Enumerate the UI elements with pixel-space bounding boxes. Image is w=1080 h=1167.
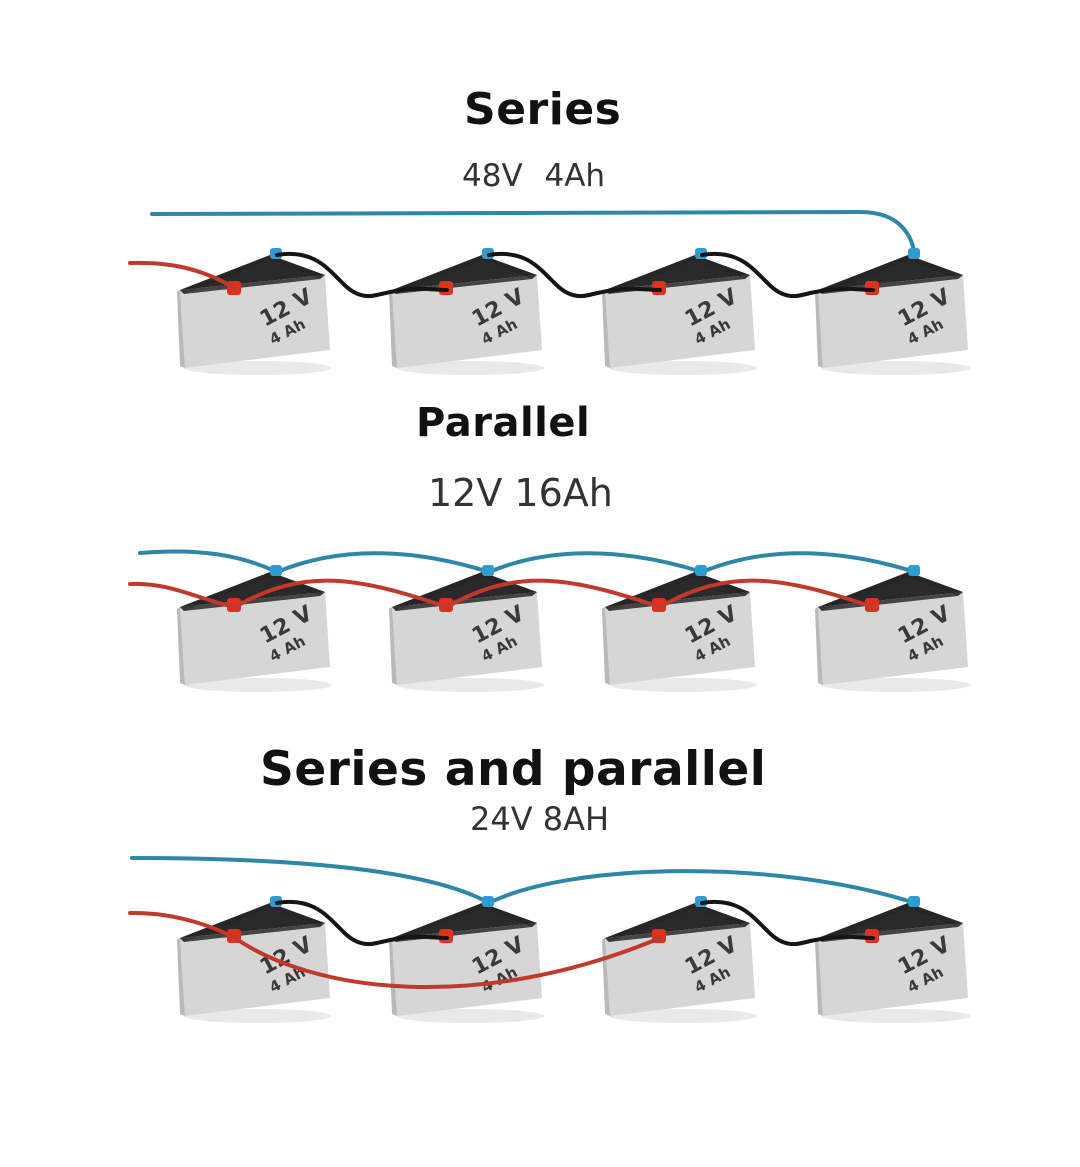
series-jumper-wire: [275, 899, 449, 947]
series-jumper-wire: [700, 899, 875, 947]
series-parallel-rating: 24V 8AH: [470, 800, 610, 838]
negative-terminal: [270, 565, 282, 576]
series-jumper-wire: [275, 251, 449, 299]
parallel-positive-link: [233, 936, 662, 990]
battery: 12 V4 Ah: [177, 565, 332, 692]
parallel-title: Parallel: [416, 400, 591, 446]
series-rating: 48V 4Ah: [462, 158, 606, 194]
battery: 12 V4 Ah: [602, 896, 757, 1023]
battery: 12 V4 Ah: [389, 565, 544, 692]
parallel-positive-bus: [128, 578, 875, 610]
battery: 12 V4 Ah: [389, 248, 544, 375]
series-jumper-wire: [487, 251, 662, 299]
battery: 12 V4 Ah: [602, 248, 757, 375]
series-parallel-title: Series and parallel: [260, 742, 767, 797]
battery: 12 V4 Ah: [815, 896, 970, 1023]
positive-lead-wire: [128, 910, 237, 940]
negative-terminal: [908, 248, 920, 259]
negative-terminal: [482, 896, 494, 907]
negative-lead-wire: [150, 209, 917, 257]
series-title: Series: [464, 84, 622, 135]
battery: 12 V4 Ah: [177, 248, 332, 375]
negative-terminal: [908, 896, 920, 907]
series-jumper-wire: [700, 251, 875, 299]
positive-lead-wire: [128, 260, 237, 290]
battery: 12 V4 Ah: [602, 565, 757, 692]
negative-terminal: [695, 565, 707, 576]
parallel-negative-link: [487, 869, 917, 905]
parallel-rating: 12V 16Ah: [428, 471, 613, 515]
negative-terminal: [482, 565, 494, 576]
battery: 12 V4 Ah: [815, 248, 970, 375]
battery: 12 V4 Ah: [177, 896, 332, 1023]
battery: 12 V4 Ah: [815, 565, 970, 692]
negative-lead-wire: [130, 856, 491, 905]
parallel-negative-bus: [138, 549, 917, 575]
battery: 12 V4 Ah: [389, 896, 544, 1023]
negative-terminal: [908, 565, 920, 576]
